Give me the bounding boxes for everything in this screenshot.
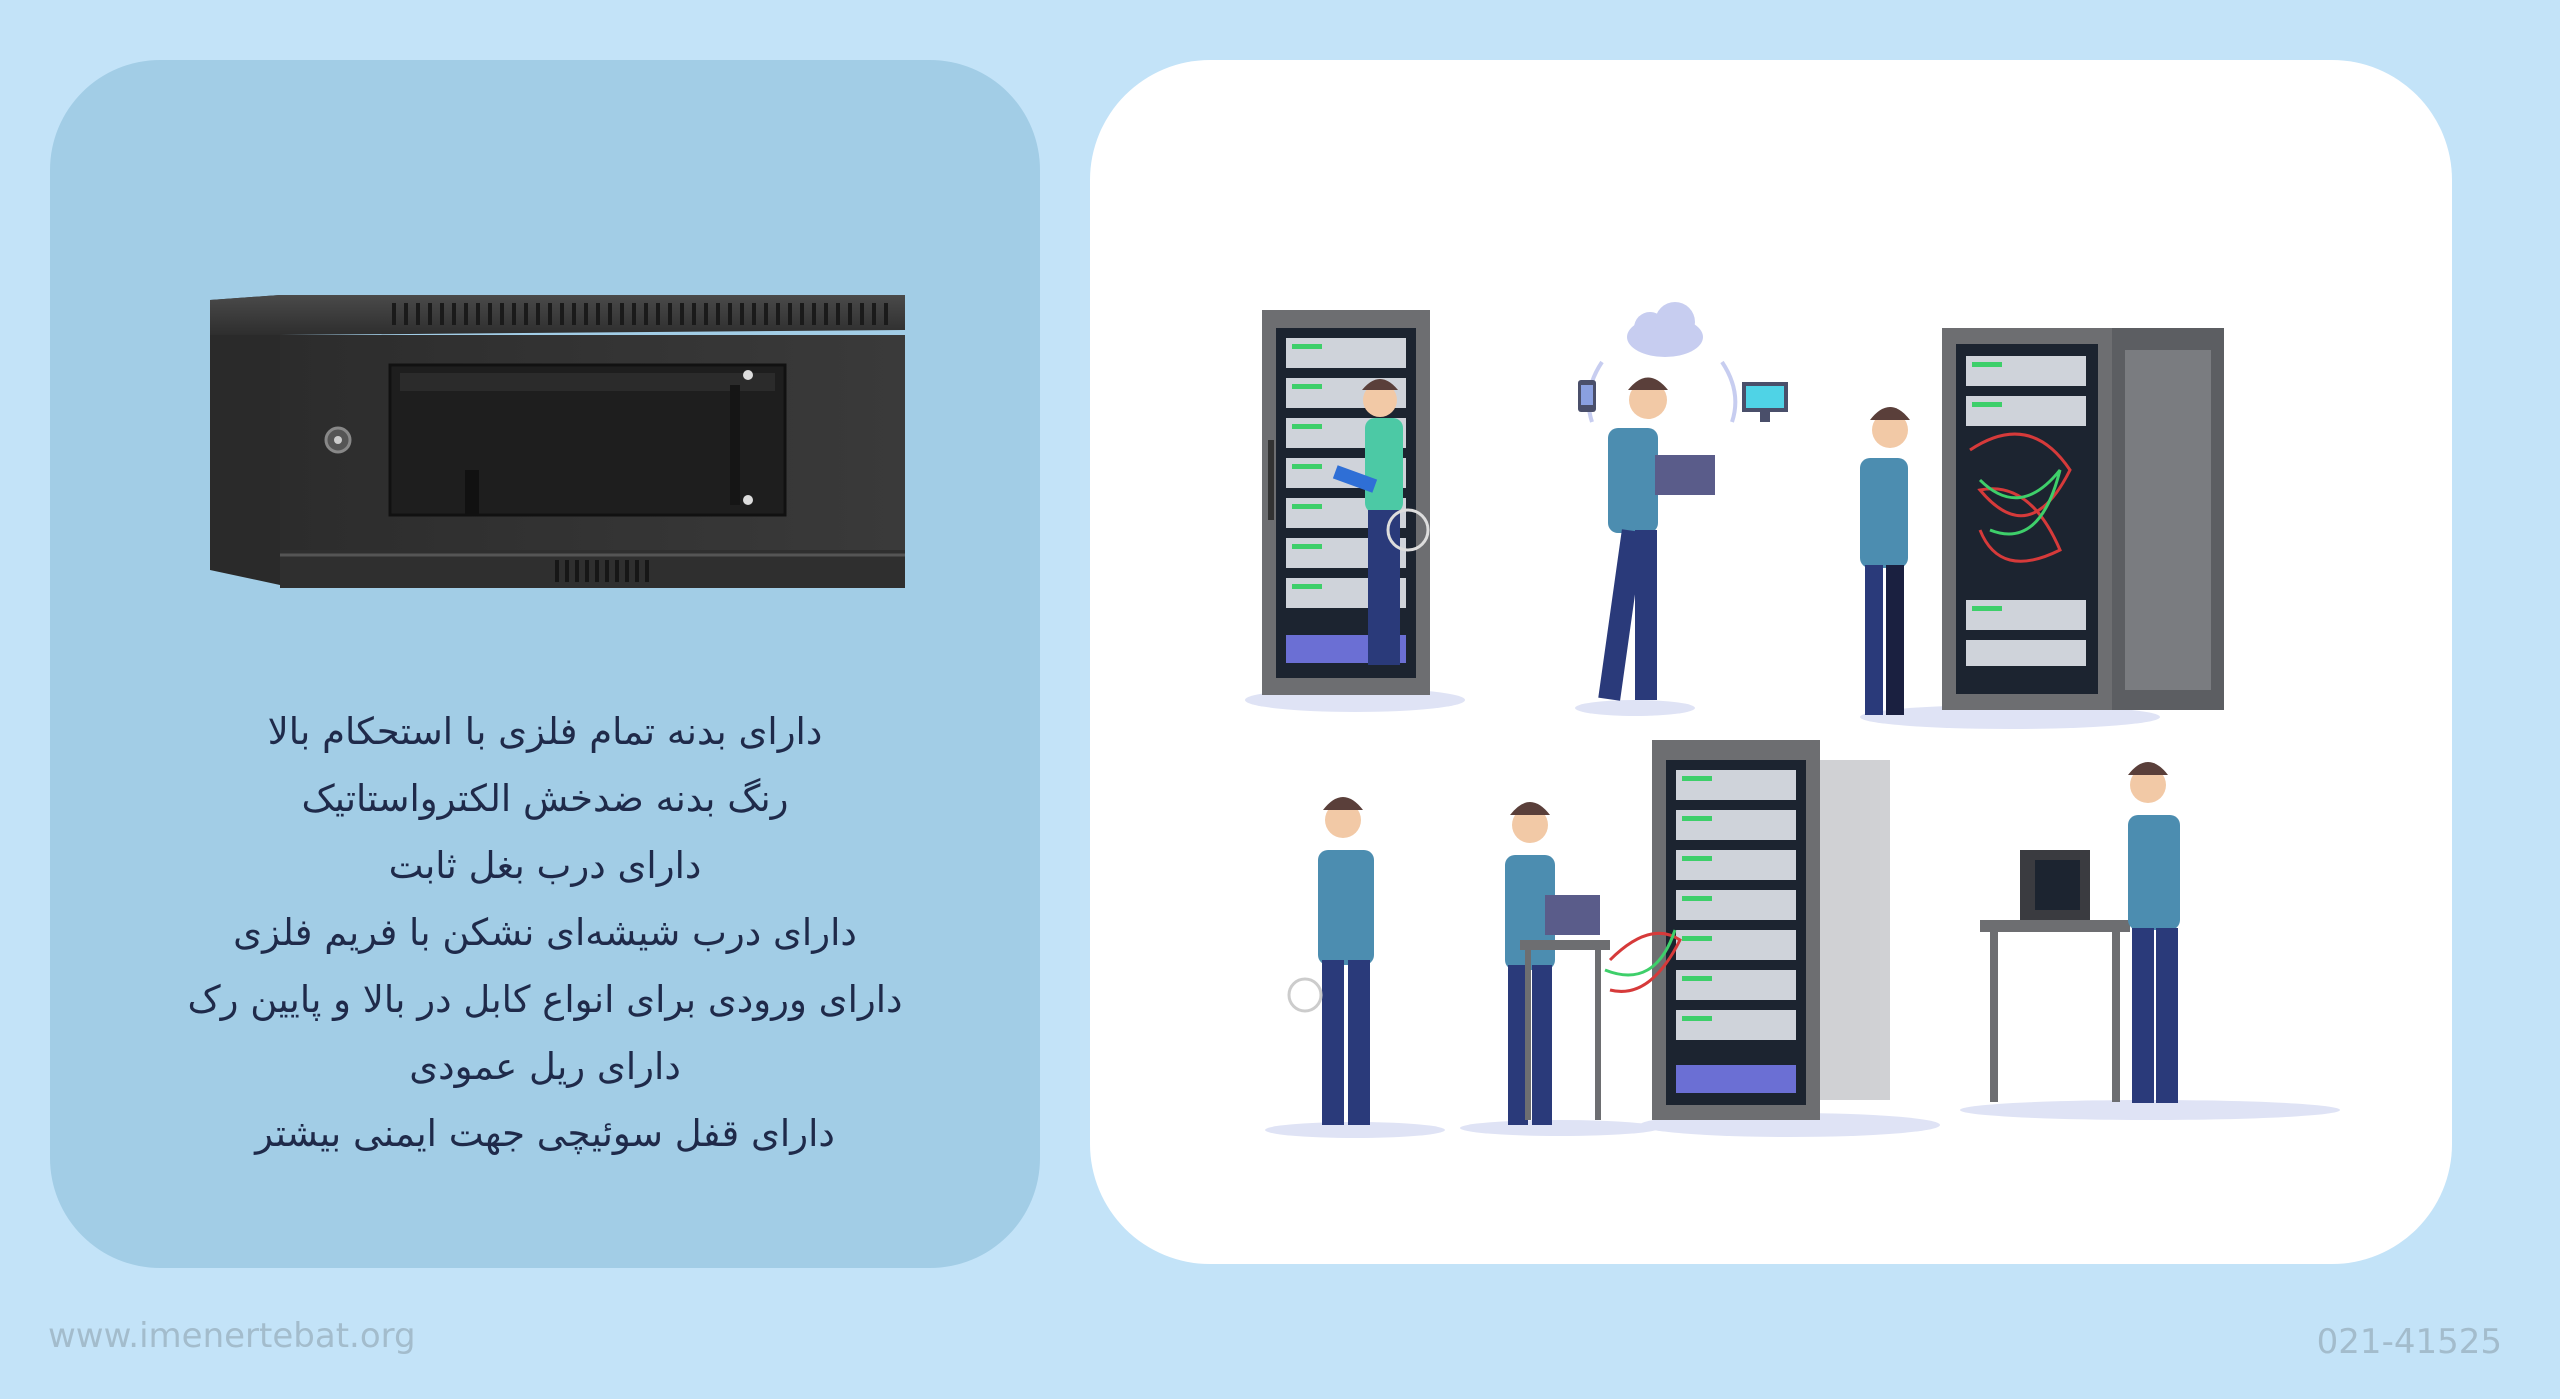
feature-item: دارای درب شیشه‌ای نشکن با فریم فلزی [233, 911, 857, 954]
product-info-card: دارای بدنه تمام فلزی با استحکام بالا رنگ… [50, 60, 1040, 1268]
technician-4 [1265, 797, 1445, 1138]
illustration-card [1090, 60, 2452, 1264]
phone-number: 021-41525 [2316, 1322, 2502, 1362]
website-url[interactable]: www.imenertebat.org [48, 1316, 416, 1356]
server-technicians-illustration [1245, 302, 2340, 1138]
technician-2 [1575, 377, 1715, 716]
feature-item: دارای درب بغل ثابت [388, 844, 702, 887]
technician-3 [1860, 407, 1910, 715]
feature-item: دارای قفل سوئیچی جهت ایمنی بیشتر [255, 1112, 835, 1155]
technician-5 [1460, 802, 1660, 1136]
wall-rack-cabinet-image [210, 295, 905, 588]
phone-icon [1578, 380, 1596, 412]
technician-7 [1960, 762, 2340, 1120]
server-rack-6 [1604, 740, 1940, 1137]
server-rack-3 [1860, 328, 2224, 729]
cloud-icon [1627, 302, 1703, 357]
feature-item: دارای ریل عمودی [409, 1045, 681, 1088]
feature-list: دارای بدنه تمام فلزی با استحکام بالا رنگ… [50, 698, 1040, 1167]
feature-item: رنگ بدنه ضدخش الکترواستاتیک [301, 777, 789, 820]
feature-item: دارای ورودی برای انواع کابل در بالا و پا… [187, 978, 903, 1021]
feature-item: دارای بدنه تمام فلزی با استحکام بالا [267, 710, 823, 753]
server-rack-1 [1245, 310, 1465, 712]
monitor-icon [1742, 382, 1788, 422]
technician-1 [1332, 379, 1430, 665]
